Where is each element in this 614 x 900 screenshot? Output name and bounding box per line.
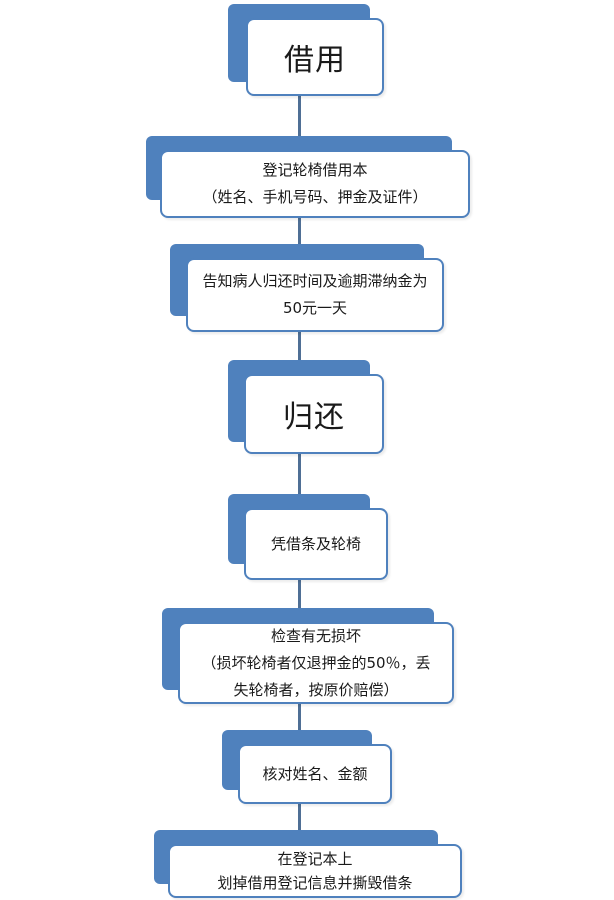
verify-step-title: 核对姓名、金额 <box>262 764 368 783</box>
verify-step-text: 核对姓名、金额 <box>252 761 377 788</box>
cancel-step-box: 在登记本上 划掉借用登记信息并撕毁借条 <box>168 844 462 898</box>
inform-step-box: 告知病人归还时间及逾期滞纳金为 50元一天 <box>186 258 444 332</box>
connector-line <box>298 452 301 507</box>
return-slip-step-text: 凭借条及轮椅 <box>261 531 371 558</box>
connector-line <box>298 703 301 733</box>
return-slip-step-box: 凭借条及轮椅 <box>244 508 388 580</box>
inform-step-detail: 50元一天 <box>282 299 348 317</box>
cancel-step-title: 在登记本上 <box>277 850 353 868</box>
return-slip-step-title: 凭借条及轮椅 <box>270 534 361 553</box>
cancel-step-text: 在登记本上 划掉借用登记信息并撕毁借条 <box>207 847 422 895</box>
register-step-detail: （姓名、手机号码、押金及证件） <box>202 188 428 206</box>
connector-line <box>298 332 301 372</box>
check-step-title: 检查有无损坏 <box>270 626 361 645</box>
register-step-title: 登记轮椅借用本 <box>262 161 368 179</box>
check-step-box: 检查有无损坏 （损坏轮椅者仅退押金的50％，丢 失轮椅者，按原价赔偿） <box>178 622 454 704</box>
borrow-stage-box: 借用 <box>246 18 384 96</box>
register-step-text: 登记轮椅借用本 （姓名、手机号码、押金及证件） <box>192 157 437 211</box>
connector-line <box>298 580 301 610</box>
cancel-step-detail: 划掉借用登记信息并撕毁借条 <box>217 874 413 892</box>
connector-line <box>298 804 301 830</box>
return-stage-title: 归还 <box>283 400 345 435</box>
register-step-box: 登记轮椅借用本 （姓名、手机号码、押金及证件） <box>160 150 470 218</box>
check-step-detail: （损坏轮椅者仅退押金的50％，丢 <box>201 653 431 672</box>
verify-step-box: 核对姓名、金额 <box>238 744 392 804</box>
check-step-detail: 失轮椅者，按原价赔偿） <box>233 680 399 699</box>
return-stage-box: 归还 <box>244 374 384 454</box>
borrow-stage-title: 借用 <box>284 43 346 78</box>
inform-step-text: 告知病人归还时间及逾期滞纳金为 50元一天 <box>192 268 437 322</box>
connector-line <box>298 218 301 256</box>
connector-line <box>298 96 301 148</box>
check-step-text: 检查有无损坏 （损坏轮椅者仅退押金的50％，丢 失轮椅者，按原价赔偿） <box>191 623 440 704</box>
inform-step-title: 告知病人归还时间及逾期滞纳金为 <box>202 272 428 290</box>
